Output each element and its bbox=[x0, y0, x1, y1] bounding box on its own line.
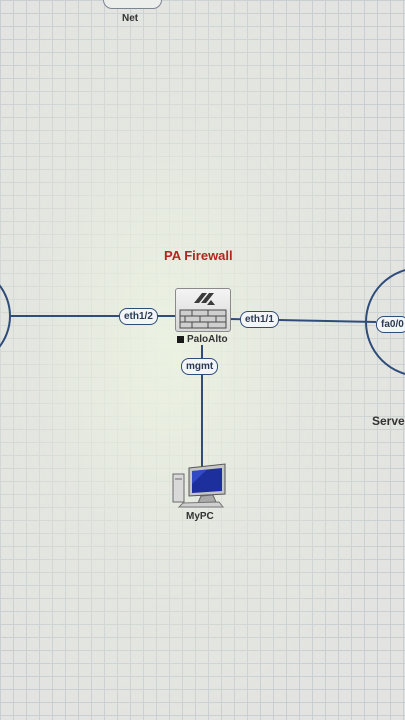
palo-alto-firewall-icon bbox=[179, 293, 227, 329]
firewall-title: PA Firewall bbox=[164, 248, 233, 263]
server-node-label: Serve bbox=[372, 414, 405, 428]
desktop-pc-icon bbox=[172, 463, 226, 508]
pc-node[interactable] bbox=[171, 462, 231, 508]
net-node[interactable] bbox=[103, 0, 162, 9]
left-node-circle[interactable] bbox=[0, 266, 11, 366]
port-eth1-2-label[interactable]: eth1/2 bbox=[119, 308, 158, 325]
port-fa0-label[interactable]: fa0/0 bbox=[376, 316, 405, 333]
firewall-node[interactable] bbox=[175, 288, 231, 332]
port-mgmt-label[interactable]: mgmt bbox=[181, 358, 219, 375]
port-eth1-1-label[interactable]: eth1/1 bbox=[240, 311, 279, 328]
pc-node-label: MyPC bbox=[186, 511, 214, 522]
firewall-status-indicator bbox=[177, 336, 184, 343]
firewall-node-label: PaloAlto bbox=[187, 334, 228, 345]
net-node-label: Net bbox=[122, 13, 139, 24]
